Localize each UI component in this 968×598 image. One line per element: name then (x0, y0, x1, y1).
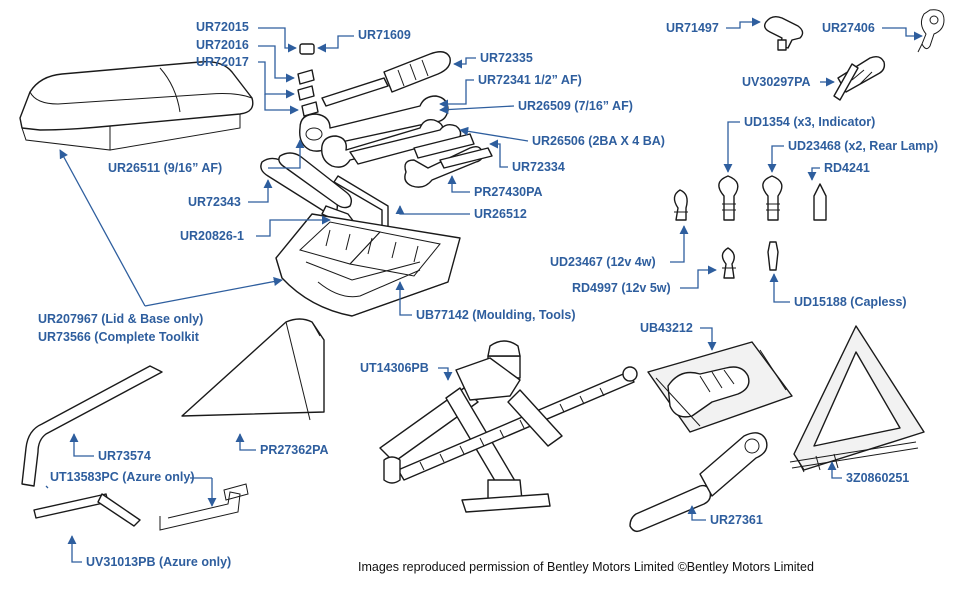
toolkit-lid-drawing (19, 61, 254, 151)
gloves-drawing (647, 341, 793, 433)
socket-bits-drawing (297, 43, 319, 117)
label-ub77142: UB77142 (Moulding, Tools) (416, 308, 576, 322)
label-ur27406: UR27406 (822, 21, 875, 35)
bulbs-drawing (673, 175, 827, 279)
label-ur72334: UR72334 (512, 160, 565, 174)
label-ut14306pb: UT14306PB (360, 361, 429, 375)
adjustable-wrench-drawing (404, 133, 493, 188)
label-ud23467: UD23467 (12v 4w) (550, 255, 656, 269)
label-ur72343: UR72343 (188, 195, 241, 209)
scissor-jack-drawing (379, 340, 638, 513)
label-ur72341: UR72341 1/2” AF) (478, 73, 582, 87)
azure-tool-drawing (159, 483, 249, 531)
label-ur72016: UR72016 (196, 38, 249, 52)
label-ud1354: UD1354 (x3, Indicator) (744, 115, 876, 129)
label-3z0860251: 3Z0860251 (846, 471, 910, 485)
tool-tray-drawing (275, 213, 461, 317)
label-ur26512: UR26512 (474, 207, 527, 221)
label-ur27361: UR27361 (710, 513, 763, 527)
label-ur71609: UR71609 (358, 28, 411, 42)
label-rd4241: RD4241 (824, 161, 870, 175)
copyright-credit: Images reproduced permission of Bentley … (358, 560, 814, 574)
spanners-drawing (299, 95, 462, 168)
leader-lines (45, 17, 923, 563)
label-ud23468: UD23468 (x2, Rear Lamp) (788, 139, 939, 153)
label-rd4997: RD4997 (12v 5w) (572, 281, 671, 295)
wheel-brace-bar-drawing (21, 365, 163, 487)
azure-crank-drawing (33, 493, 141, 527)
label-ur73566: UR73566 (Complete Toolkit (38, 330, 199, 344)
label-pr27362pa: PR27362PA (260, 443, 329, 457)
label-ur20826: UR20826-1 (180, 229, 244, 243)
wheel-chock-drawing (181, 318, 325, 421)
label-ur71497: UR71497 (666, 21, 719, 35)
jack-handle-drawing (629, 432, 768, 533)
label-ur72017: UR72017 (196, 55, 249, 69)
label-ur26506: UR26506 (2BA X 4 BA) (532, 134, 665, 148)
t-handle-key-drawing (763, 15, 804, 51)
label-uv30297pa: UV30297PA (742, 75, 811, 89)
label-uv31013pb: UV31013PB (Azure only) (86, 555, 232, 569)
label-pr27430pa: PR27430PA (474, 185, 543, 199)
label-ur72015: UR72015 (196, 20, 249, 34)
warning-triangle-drawing (789, 325, 925, 473)
label-ur207967: UR207967 (Lid & Base only) (38, 312, 204, 326)
wheel-brace-drawing (833, 55, 886, 101)
label-ur73574: UR73574 (98, 449, 151, 463)
label-ud15188: UD15188 (Capless) (794, 295, 907, 309)
label-ut13583pc: UT13583PC (Azure only) (50, 470, 195, 484)
label-ur26511: UR26511 (9/16” AF) (108, 161, 223, 175)
screwdriver-drawing (321, 51, 451, 107)
label-ur72335: UR72335 (480, 51, 533, 65)
label-ur26509: UR26509 (7/16” AF) (518, 99, 633, 113)
label-ub43212: UB43212 (640, 321, 693, 335)
clip-drawing (917, 9, 945, 53)
